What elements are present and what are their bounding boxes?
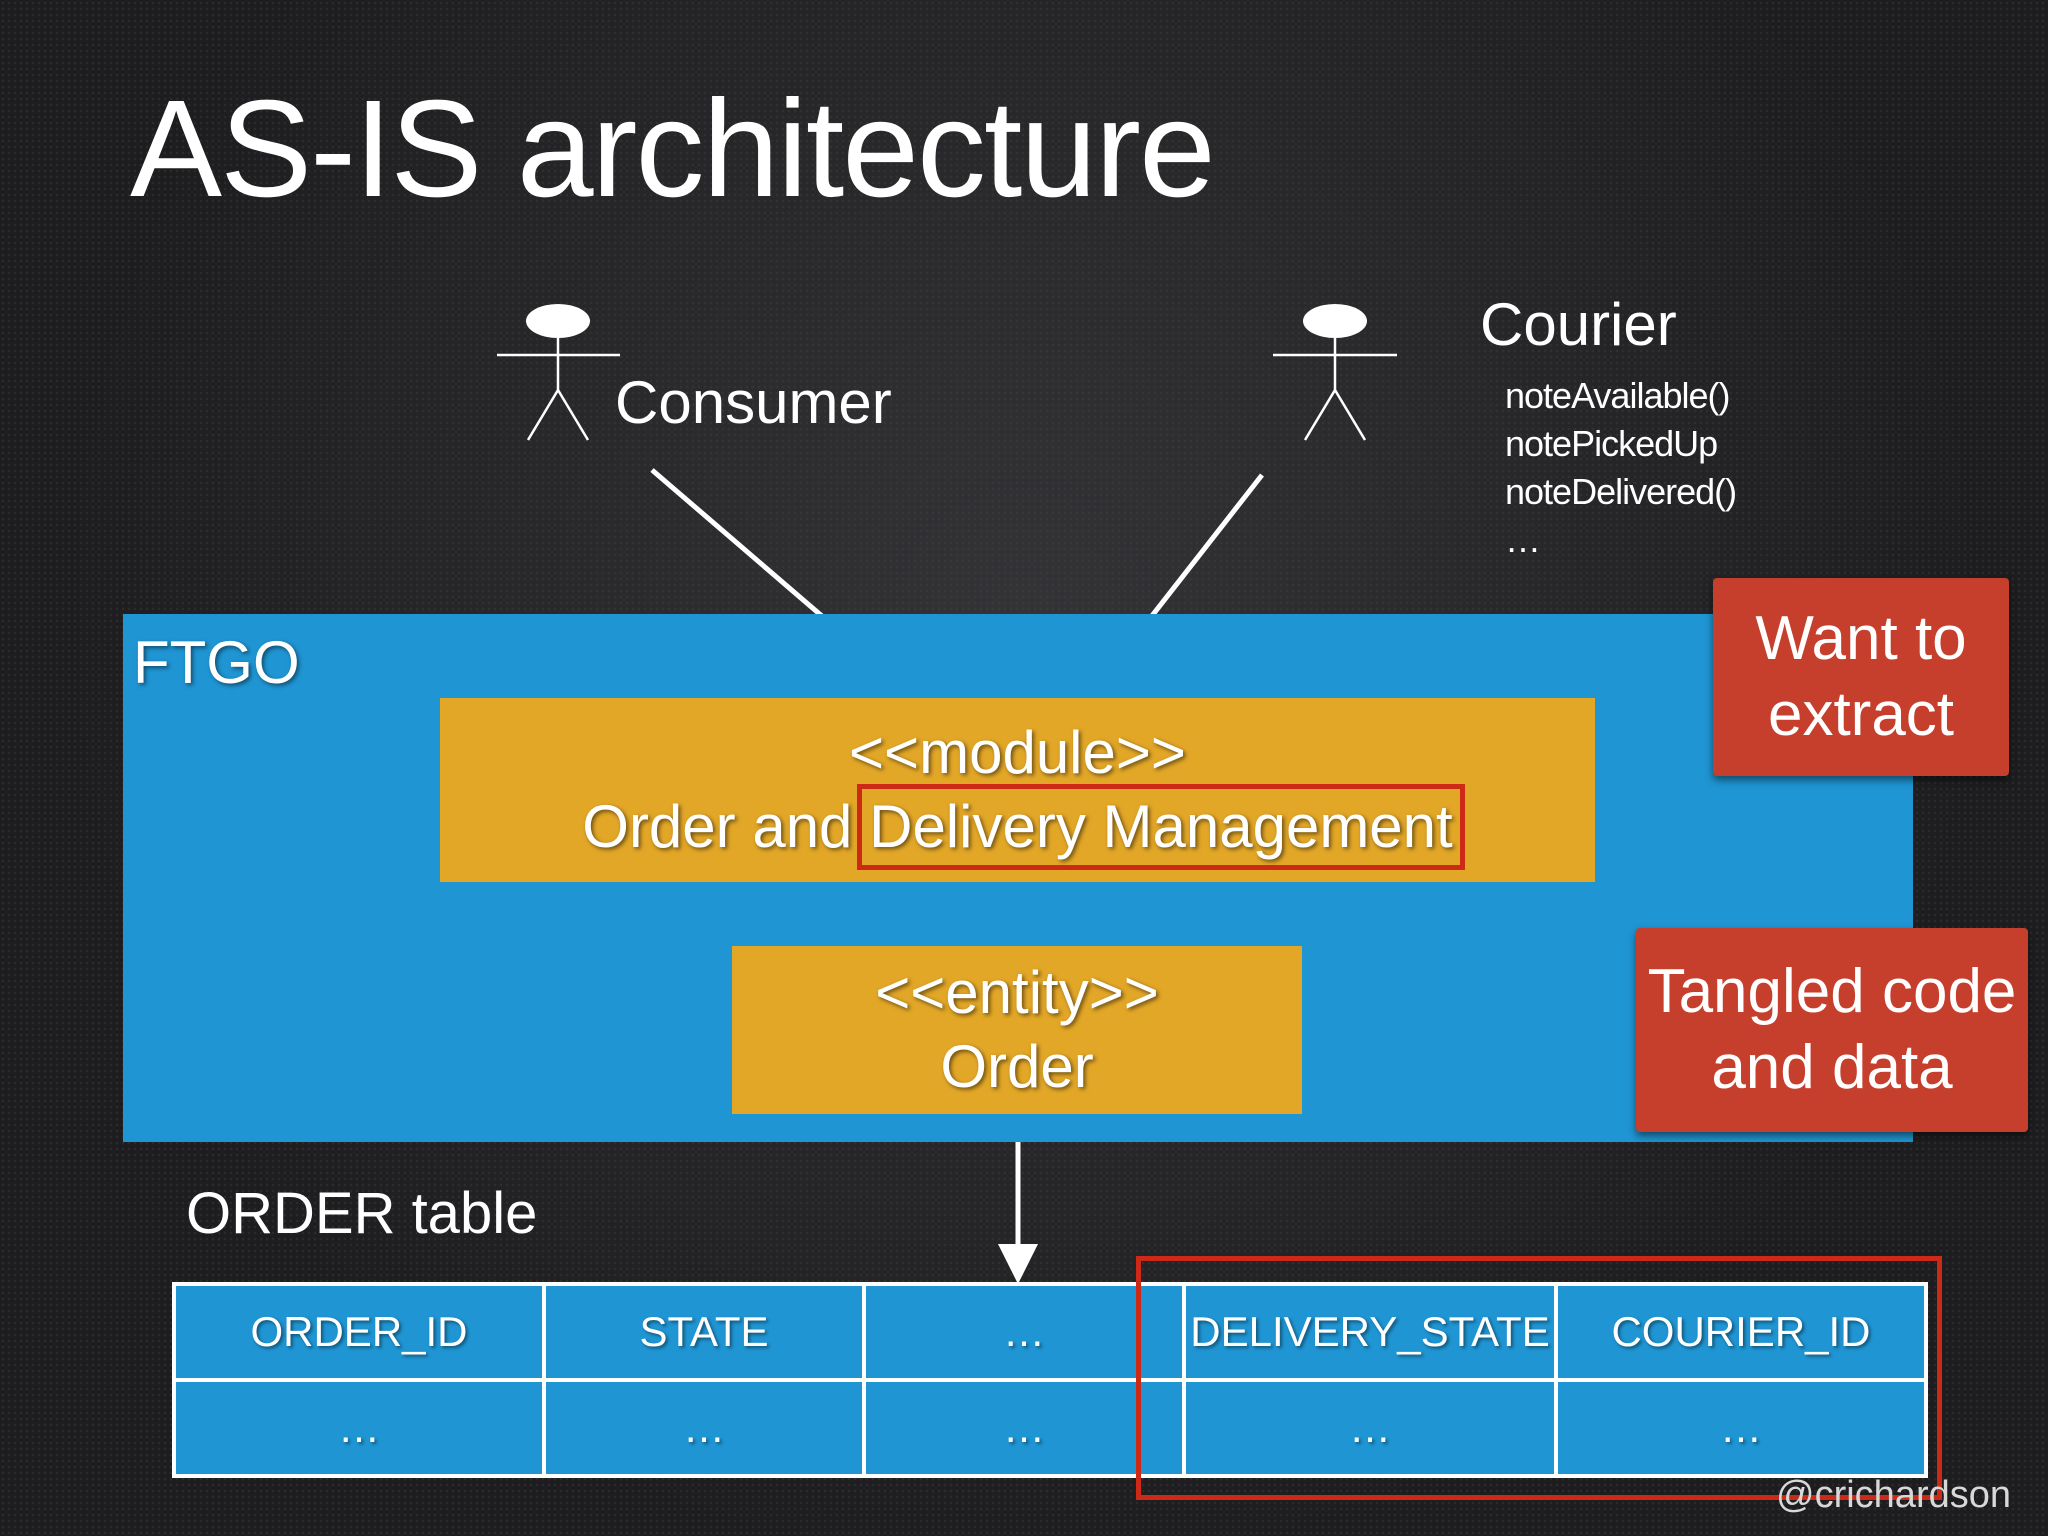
table-header-cell: … bbox=[862, 1282, 1186, 1382]
module-box: <<module>> Order and Delivery Management bbox=[440, 698, 1595, 882]
table-header-cell: STATE bbox=[542, 1282, 866, 1382]
courier-method: noteAvailable() bbox=[1505, 375, 1730, 416]
courier-label: Courier bbox=[1480, 291, 1677, 358]
entity-name: Order bbox=[940, 1033, 1094, 1100]
table-header-cell: ORDER_ID bbox=[172, 1282, 546, 1382]
courier-method: notePickedUp bbox=[1505, 423, 1718, 464]
table-row: … … … … … bbox=[172, 1378, 1928, 1478]
table-header-row: ORDER_ID STATE … DELIVERY_STATE COURIER_… bbox=[172, 1282, 1928, 1382]
order-table-label: ORDER table bbox=[186, 1181, 538, 1246]
entity-stereotype: <<entity>> bbox=[875, 959, 1159, 1026]
table-cell: … bbox=[862, 1378, 1186, 1478]
entity-box: <<entity>> Order bbox=[732, 946, 1302, 1114]
table-cell: … bbox=[1182, 1378, 1558, 1478]
courier-method: … bbox=[1505, 519, 1541, 560]
slide-title: AS-IS architecture bbox=[130, 72, 1216, 226]
module-name: Order and Delivery Management bbox=[582, 784, 1465, 870]
consumer-actor-icon bbox=[497, 304, 620, 441]
courier-method-list: noteAvailable() notePickedUp noteDeliver… bbox=[1505, 372, 1737, 564]
table-header-cell: DELIVERY_STATE bbox=[1182, 1282, 1558, 1382]
courier-actor-icon bbox=[1273, 304, 1397, 441]
tangled-code-callout: Tangled code and data bbox=[1636, 928, 2028, 1132]
delivery-columns-highlight bbox=[1136, 1256, 1942, 1500]
module-stereotype: <<module>> bbox=[849, 719, 1186, 786]
table-cell: … bbox=[172, 1378, 546, 1478]
table-cell: … bbox=[1554, 1378, 1928, 1478]
ftgo-label: FTGO bbox=[133, 629, 300, 696]
want-to-extract-callout: Want to extract bbox=[1713, 578, 2009, 776]
courier-method: noteDelivered() bbox=[1505, 471, 1737, 512]
table-cell: … bbox=[542, 1378, 866, 1478]
module-name-prefix: Order and bbox=[582, 793, 853, 860]
delivery-management-highlight: Delivery Management bbox=[857, 784, 1465, 870]
consumer-label: Consumer bbox=[615, 369, 892, 436]
table-header-cell: COURIER_ID bbox=[1554, 1282, 1928, 1382]
order-table: ORDER_ID STATE … DELIVERY_STATE COURIER_… bbox=[172, 1282, 1928, 1478]
author-credit: @crichardson bbox=[1776, 1474, 2011, 1516]
